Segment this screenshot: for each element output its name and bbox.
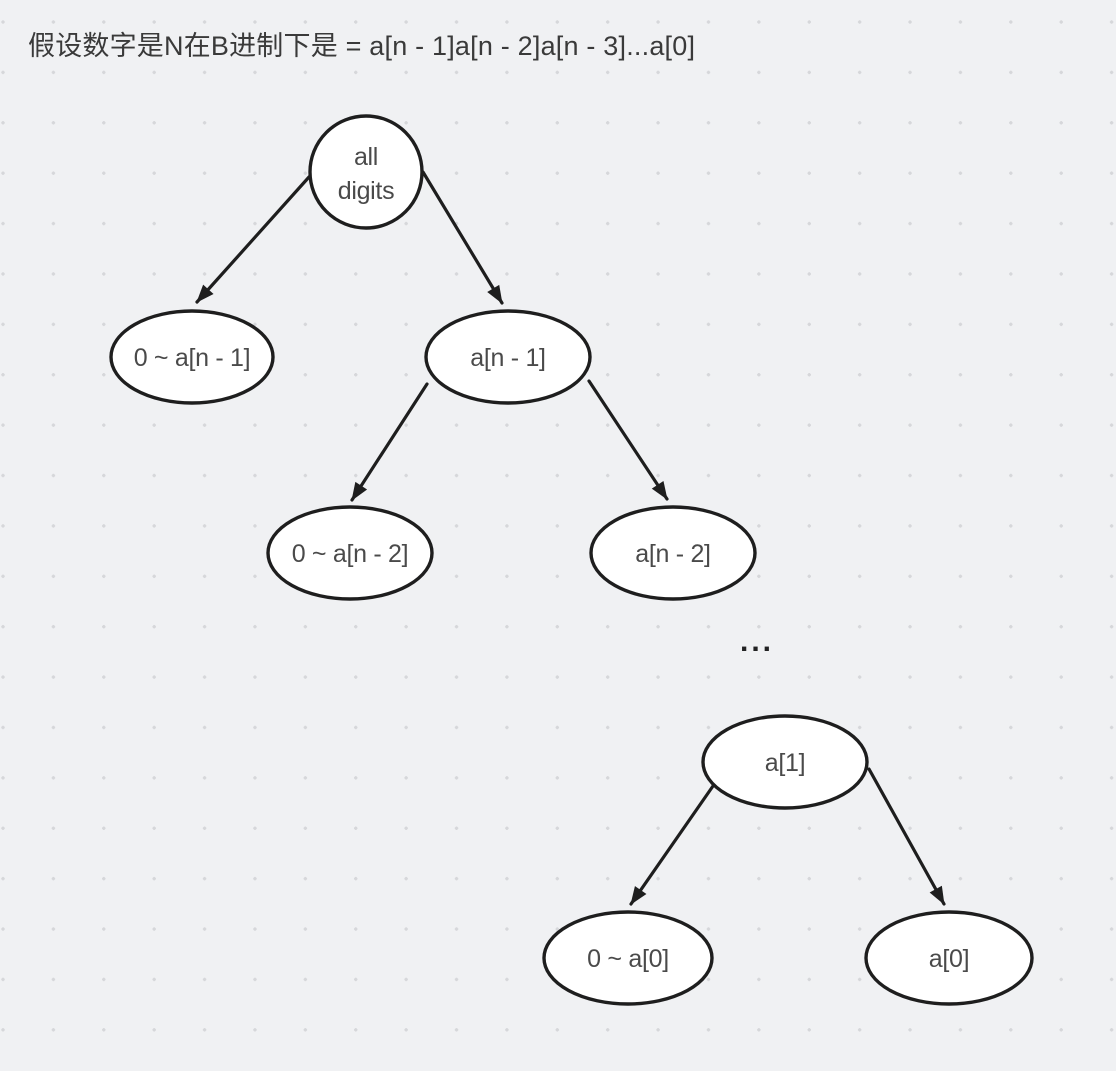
node-range-n1-label: 0 ~ a[n - 1] xyxy=(134,344,251,372)
node-exact-n2[interactable]: a[n - 2] xyxy=(589,505,757,601)
node-all-digits-label-line1: all xyxy=(354,143,378,171)
edge-exact-1-to-exact-0[interactable] xyxy=(867,767,946,906)
node-exact-n2-shape xyxy=(589,505,757,601)
node-exact-0-label: a[0] xyxy=(929,945,970,973)
node-exact-1[interactable]: a[1] xyxy=(701,714,869,810)
node-all-digits-label-line2: digits xyxy=(338,177,395,205)
node-range-n1[interactable]: 0 ~ a[n - 1] xyxy=(109,309,275,405)
edge-exact-n1-to-range-n2[interactable] xyxy=(350,382,429,502)
node-range-0-label: 0 ~ a[0] xyxy=(587,945,669,973)
node-exact-n1-shape xyxy=(424,309,592,405)
node-range-n2[interactable]: 0 ~ a[n - 2] xyxy=(266,505,434,601)
node-exact-1-shape xyxy=(701,714,869,810)
node-range-0[interactable]: 0 ~ a[0] xyxy=(542,910,714,1006)
node-exact-0-shape xyxy=(864,910,1034,1006)
page-title[interactable]: 假设数字是N在B进制下是 = a[n - 1]a[n - 2]a[n - 3].… xyxy=(28,31,696,61)
node-range-0-shape xyxy=(542,910,714,1006)
tree-continuation-ellipsis[interactable]: ... xyxy=(740,625,774,658)
node-range-n2-shape xyxy=(266,505,434,601)
node-exact-0[interactable]: a[0] xyxy=(864,910,1034,1006)
edge-exact-1-to-range-0[interactable] xyxy=(629,784,715,906)
node-range-n2-label: 0 ~ a[n - 2] xyxy=(292,540,409,568)
node-all-digits[interactable]: all digits xyxy=(308,114,424,230)
node-exact-1-label: a[1] xyxy=(765,749,806,777)
node-range-n1-shape xyxy=(109,309,275,405)
edge-alldigits-to-range-n1[interactable] xyxy=(195,175,311,304)
node-exact-n2-label: a[n - 2] xyxy=(635,540,710,568)
edge-exact-n1-to-exact-n2[interactable] xyxy=(587,379,669,501)
node-exact-n1-label: a[n - 1] xyxy=(470,344,545,372)
node-all-digits-shape xyxy=(308,114,424,230)
edge-alldigits-to-exact-n1[interactable] xyxy=(421,170,504,305)
node-exact-n1[interactable]: a[n - 1] xyxy=(424,309,592,405)
